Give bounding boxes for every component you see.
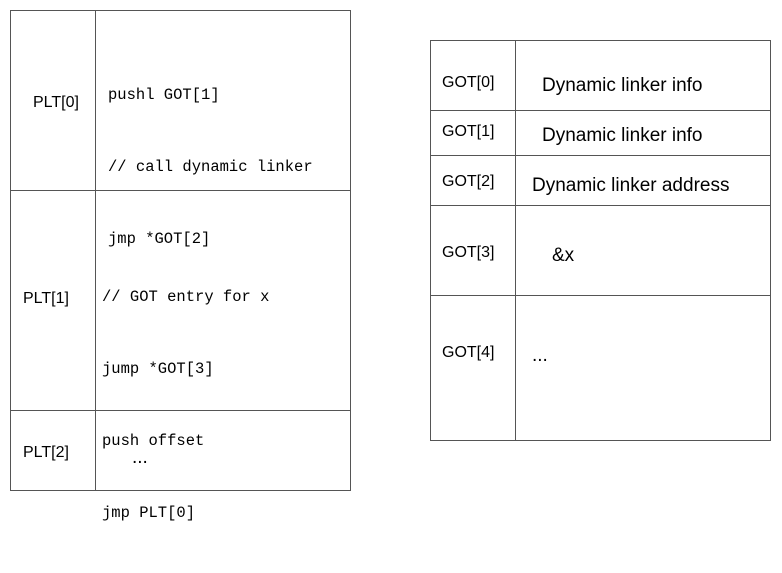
plt-1-code: // GOT entry for x jump *GOT[3] push off… xyxy=(102,237,269,573)
got-1-label: GOT[1] xyxy=(442,123,495,140)
got-2-label: GOT[2] xyxy=(442,173,495,190)
plt-0-label: PLT[0] xyxy=(33,94,79,111)
got-3-value: &x xyxy=(552,245,575,266)
got-4-ellipsis: ... xyxy=(532,345,548,366)
got-row-divider-2 xyxy=(431,155,770,156)
got-0-value: Dynamic linker info xyxy=(542,75,703,96)
plt-0-code: pushl GOT[1] // call dynamic linker jmp … xyxy=(108,35,313,299)
plt-0-code-line: // call dynamic linker xyxy=(108,158,313,176)
got-table: GOT[0] Dynamic linker info GOT[1] Dynami… xyxy=(430,40,771,441)
got-3-label: GOT[3] xyxy=(442,244,495,261)
plt-1-code-line: push offset xyxy=(102,432,205,450)
plt-row-divider-2 xyxy=(11,410,350,411)
got-row-divider-1 xyxy=(431,110,770,111)
plt-column-divider xyxy=(95,11,96,490)
plt-1-code-line: jmp PLT[0] xyxy=(102,504,196,522)
plt-1-code-line: // GOT entry for x xyxy=(102,288,270,306)
plt-table: PLT[0] pushl GOT[1] // call dynamic link… xyxy=(10,10,351,522)
plt-row-divider-1 xyxy=(11,190,350,191)
plt-2-label: PLT[2] xyxy=(23,444,69,461)
got-4-label: GOT[4] xyxy=(442,344,495,361)
got-1-value: Dynamic linker info xyxy=(542,125,703,146)
plt-2-ellipsis: ... xyxy=(132,447,148,468)
plt-0-code-line: pushl GOT[1] xyxy=(108,86,220,104)
plt-0-code-line: jmp *GOT[2] xyxy=(108,230,211,248)
got-0-label: GOT[0] xyxy=(442,74,495,91)
got-column-divider xyxy=(515,41,516,440)
got-row-divider-4 xyxy=(431,295,770,296)
plt-1-label: PLT[1] xyxy=(23,290,69,307)
got-row-divider-3 xyxy=(431,205,770,206)
got-2-value: Dynamic linker address xyxy=(532,175,730,196)
plt-1-code-line: jump *GOT[3] xyxy=(102,360,214,378)
